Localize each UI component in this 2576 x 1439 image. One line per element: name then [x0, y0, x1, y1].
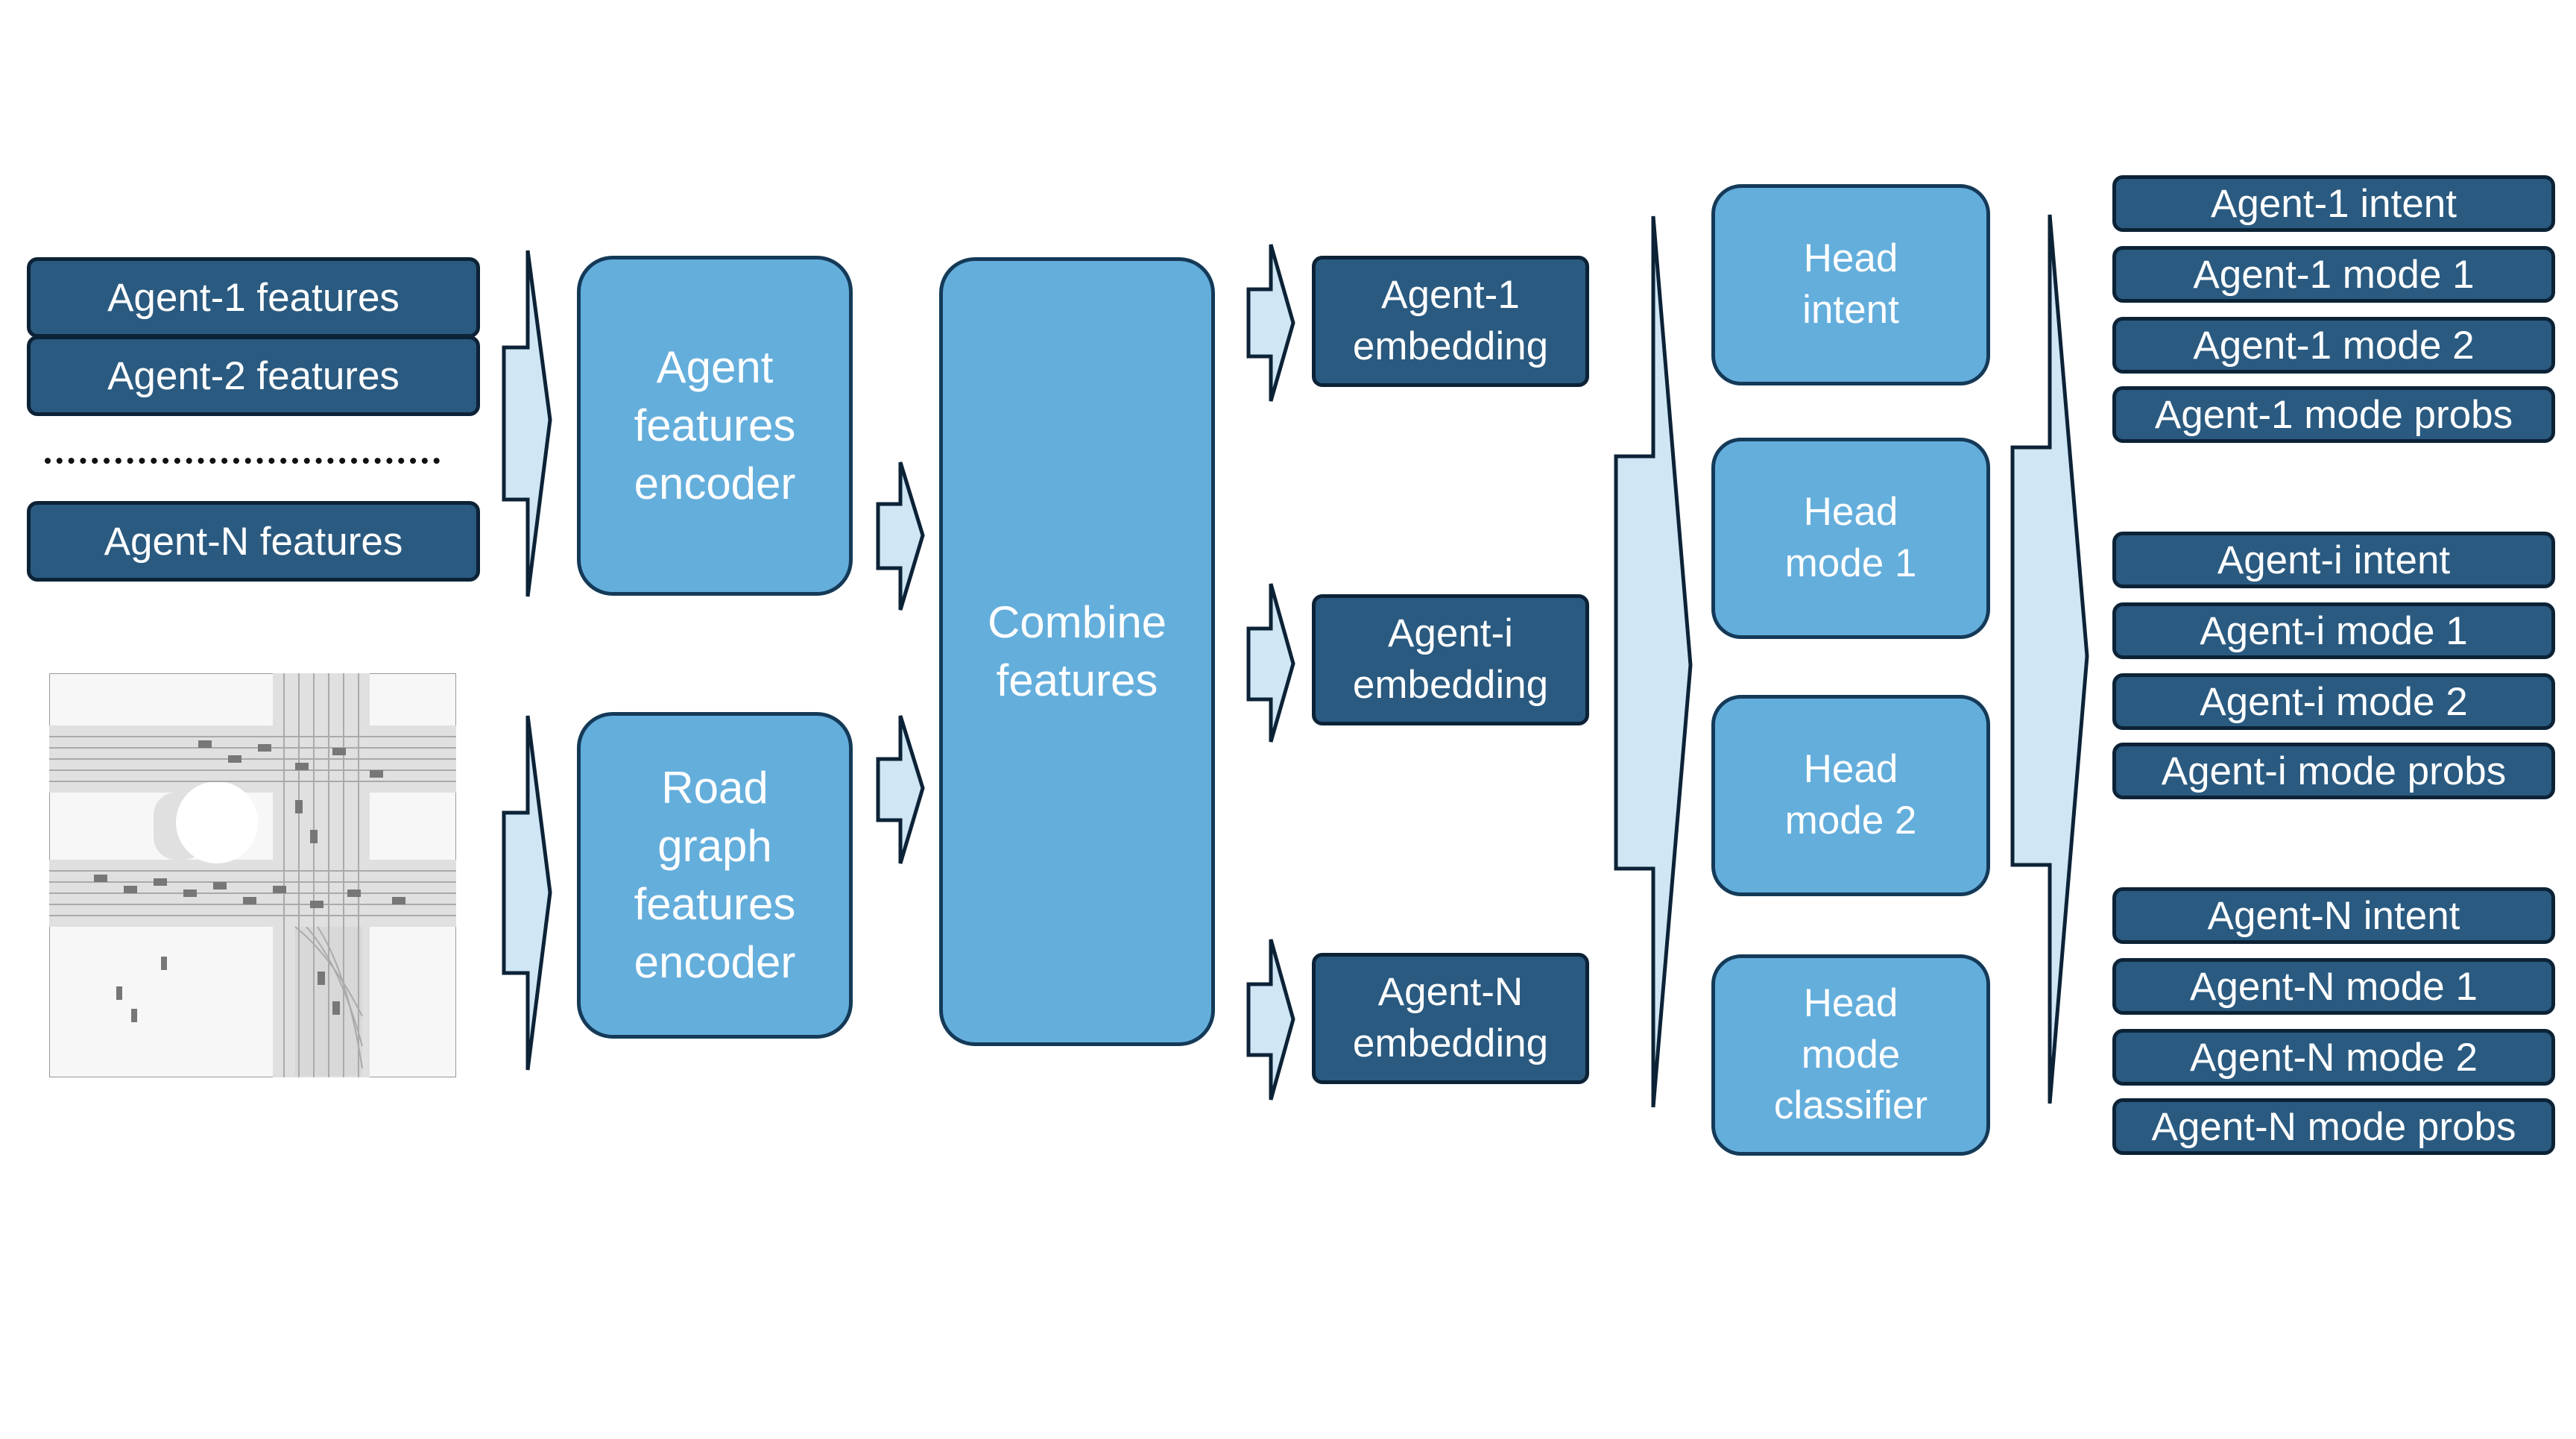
head-intent: Head intent	[1711, 184, 1990, 385]
arrow-combine-e1	[1246, 244, 1295, 402]
arrow-combine-eN	[1246, 939, 1295, 1100]
agent-1-mode-1: Agent-1 mode 1	[2112, 246, 2555, 303]
road-map-image	[49, 673, 456, 1077]
agent-n-mode-1: Agent-N mode 1	[2112, 958, 2555, 1015]
ellipsis-divider	[45, 458, 440, 464]
agent-i-mode-1: Agent-i mode 1	[2112, 602, 2555, 659]
arrow-agent-enc-combine	[876, 462, 925, 611]
head-mode-1: Head mode 1	[1711, 438, 1990, 639]
agent-n-intent: Agent-N intent	[2112, 887, 2555, 944]
agent-1-mode-2: Agent-1 mode 2	[2112, 317, 2555, 374]
agent-n-features: Agent-N features	[27, 501, 480, 582]
agent-i-mode-2: Agent-i mode 2	[2112, 673, 2555, 730]
road-graph-features-encoder: Road graph features encoder	[577, 712, 853, 1039]
arrow-road-enc-combine	[876, 715, 925, 864]
arrow-agent-input	[502, 250, 552, 597]
agent-2-features: Agent-2 features	[27, 336, 480, 416]
agent-n-embedding: Agent-N embedding	[1312, 953, 1589, 1084]
agent-1-mode-probs: Agent-1 mode probs	[2112, 386, 2555, 443]
agent-1-intent: Agent-1 intent	[2112, 175, 2555, 232]
agent-n-mode-probs: Agent-N mode probs	[2112, 1098, 2555, 1155]
agent-1-features: Agent-1 features	[27, 257, 480, 338]
head-mode-classifier: Head mode classifier	[1711, 954, 1990, 1156]
arrow-heads-outputs	[2010, 214, 2089, 1104]
agent-features-encoder: Agent features encoder	[577, 256, 853, 596]
agent-i-embedding: Agent-i embedding	[1312, 594, 1589, 725]
arrow-combine-ei	[1246, 583, 1295, 743]
agent-i-intent: Agent-i intent	[2112, 532, 2555, 588]
arrow-road-input	[502, 715, 552, 1071]
head-mode-2: Head mode 2	[1711, 695, 1990, 896]
agent-1-embedding: Agent-1 embedding	[1312, 256, 1589, 387]
combine-features: Combine features	[939, 257, 1215, 1046]
agent-n-mode-2: Agent-N mode 2	[2112, 1029, 2555, 1086]
agent-i-mode-probs: Agent-i mode probs	[2112, 743, 2555, 799]
arrow-embeddings-heads	[1614, 215, 1693, 1108]
